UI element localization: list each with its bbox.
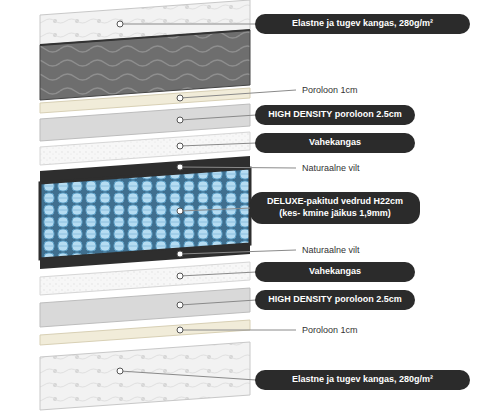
layer-label-pill: HIGH DENSITY poroloon 2.5cm <box>255 290 415 310</box>
mattress-layers <box>40 0 250 410</box>
leader-dots <box>117 21 183 374</box>
layer-name: Vahekangas <box>265 266 405 278</box>
layer-caption: Naturaalne vilt <box>300 163 362 174</box>
layer-caption: Poroloon 1cm <box>300 325 360 336</box>
layer-name: Elastne ja tugev kangas, 280g/m² <box>265 18 460 30</box>
layer-name: DELUXE-pakitud vedrud H22cm (kes- kmine … <box>260 196 410 219</box>
layer-label-pill: Elastne ja tugev kangas, 280g/m² <box>255 14 470 34</box>
layer-caption: Naturaalne vilt <box>300 245 362 256</box>
layer-label-pill: Elastne ja tugev kangas, 280g/m² <box>255 370 470 390</box>
layer-name: Vahekangas <box>265 137 405 149</box>
layer-label-pill: DELUXE-pakitud vedrud H22cm (kes- kmine … <box>250 192 420 223</box>
layer-caption: Poroloon 1cm <box>300 85 360 96</box>
foam-layer <box>40 288 250 327</box>
layer-name: HIGH DENSITY poroloon 2.5cm <box>265 109 405 121</box>
foam-layer <box>40 320 250 345</box>
layer-label-pill: Vahekangas <box>255 133 415 153</box>
layer-name: Elastne ja tugev kangas, 280g/m² <box>265 374 460 386</box>
layer-label-pill: Vahekangas <box>255 262 415 282</box>
bottom-cover <box>40 342 250 410</box>
spring-unit <box>40 168 250 259</box>
layer-label-pill: HIGH DENSITY poroloon 2.5cm <box>255 105 415 125</box>
side-band <box>40 30 250 100</box>
layer-name: HIGH DENSITY poroloon 2.5cm <box>265 294 405 306</box>
